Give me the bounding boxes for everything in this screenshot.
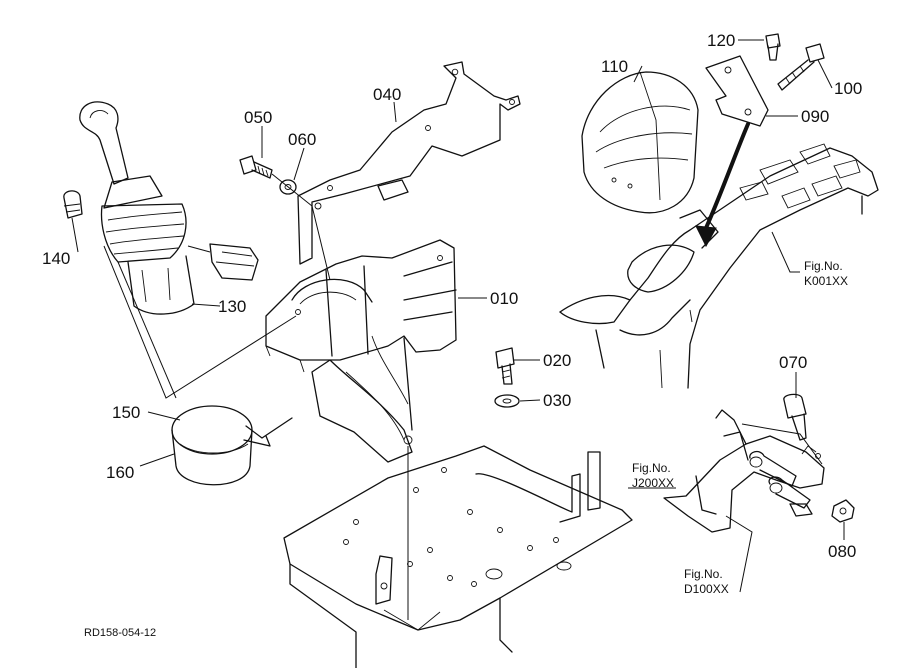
bolt-120: [765, 33, 781, 61]
figure-ref-d100-line2: D100XX: [684, 582, 729, 596]
floor-plate: [283, 445, 633, 668]
console-cover: [581, 71, 699, 214]
leader-lines: [71, 39, 845, 593]
console-panel: [559, 143, 879, 389]
part-label-160: 160: [106, 463, 134, 482]
figure-ref-j200-line1: Fig.No.: [632, 461, 671, 475]
part-label-100: 100: [834, 79, 862, 98]
assembly-arrow: [695, 122, 750, 248]
bolt-100: [777, 43, 825, 91]
part-label-120: 120: [707, 31, 735, 50]
part-label-080: 080: [828, 542, 856, 561]
washer-060: [279, 179, 297, 195]
part-label-040: 040: [373, 85, 401, 104]
bolt-020: [495, 347, 515, 385]
main-bracket: [265, 239, 457, 463]
part-label-060: 060: [288, 130, 316, 149]
figure-ref-k001-line1: Fig.No.: [804, 259, 843, 273]
figure-reference-j200: Fig.No. J200XX: [632, 461, 674, 490]
figure-reference-d100: Fig.No. D100XX: [684, 567, 729, 596]
figure-ref-k001-line2: K001XX: [804, 274, 848, 288]
washer-030: [494, 394, 520, 408]
part-label-010: 010: [490, 289, 518, 308]
part-label-130: 130: [218, 297, 246, 316]
part-label-150: 150: [112, 403, 140, 422]
bolt-050: [239, 155, 273, 179]
cover-plate: [297, 61, 521, 265]
part-labels: 010 020 030 040 050 060 070 080 090 100 …: [42, 31, 862, 561]
bracket-090: [705, 55, 769, 127]
figure-ref-d100-line1: Fig.No.: [684, 567, 723, 581]
part-label-050: 050: [244, 108, 272, 127]
figure-ref-j200-line2: J200XX: [632, 476, 674, 490]
drawing-code: RD158-054-12: [84, 627, 156, 639]
nut-080: [831, 499, 855, 523]
figure-reference-k001: Fig.No. K001XX: [804, 259, 848, 288]
part-label-090: 090: [801, 107, 829, 126]
part-label-020: 020: [543, 351, 571, 370]
control-lever-assembly: [63, 101, 259, 315]
part-label-110: 110: [601, 57, 628, 76]
part-label-070: 070: [779, 353, 807, 372]
leader-bolt-to-bracket: [271, 173, 331, 281]
pedal-linkage: [663, 409, 825, 533]
clamp-band: [171, 405, 293, 486]
part-label-030: 030: [543, 391, 571, 410]
leader-lever-to-bracket: [103, 245, 297, 399]
part-label-140: 140: [42, 249, 70, 268]
leader-boot-to-bracket: [117, 261, 177, 399]
